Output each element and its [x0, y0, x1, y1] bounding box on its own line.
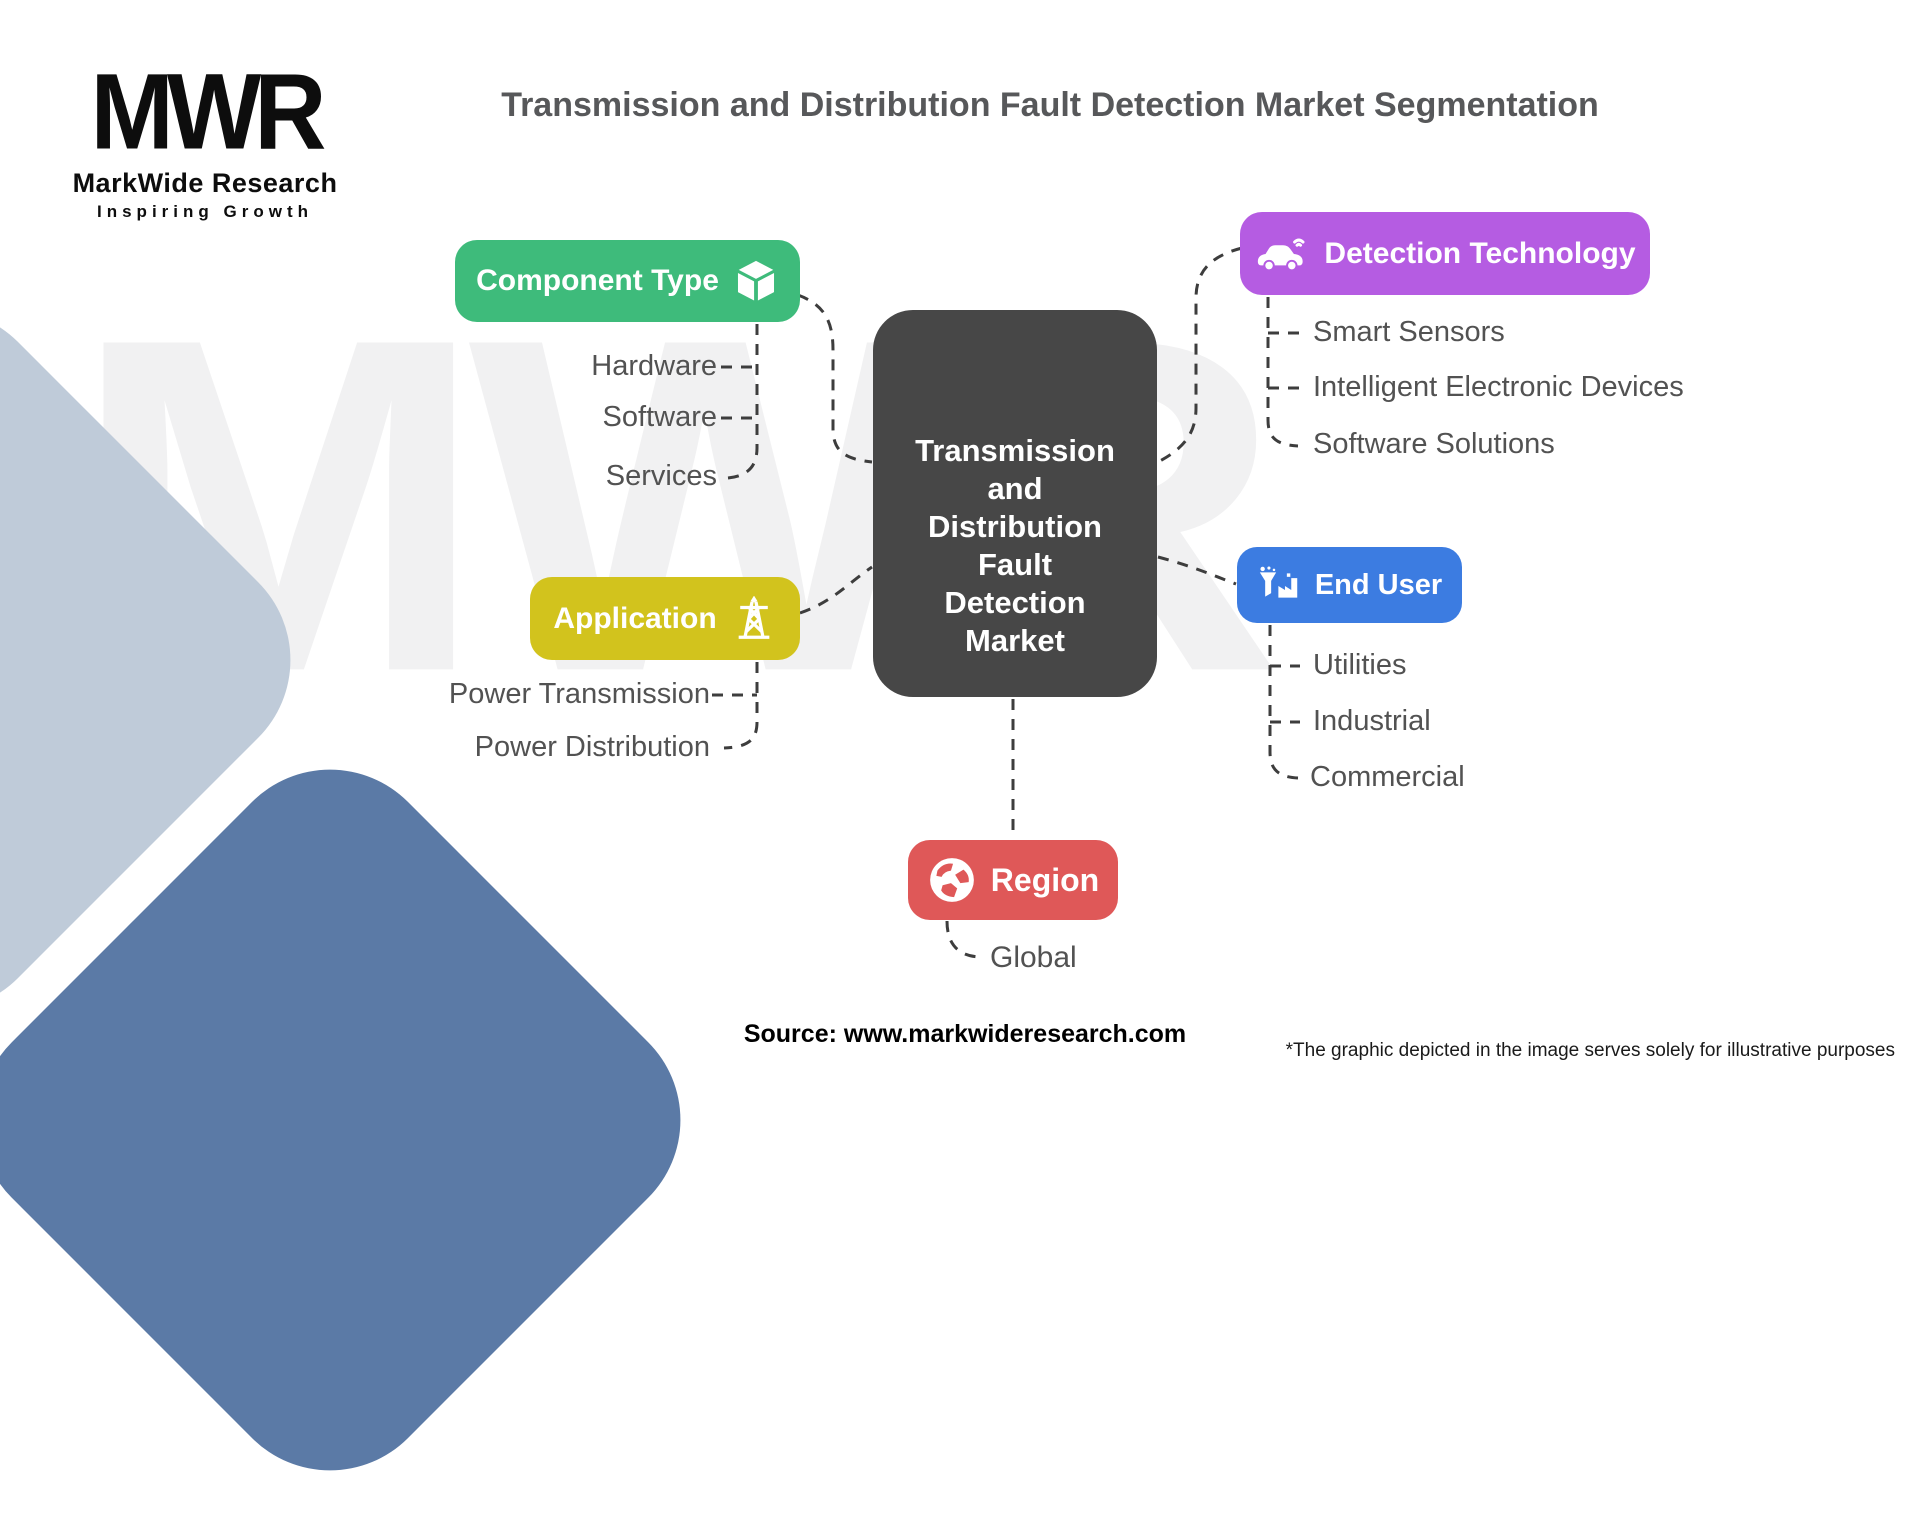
cube-icon — [737, 260, 774, 301]
center-line: Distribution — [928, 509, 1102, 544]
leaf-hardware: Hardware — [591, 350, 717, 382]
node-end-user: End User — [1237, 547, 1462, 623]
connector-center-to-enduser — [1157, 555, 1237, 586]
connector-detection-to-center — [1157, 246, 1243, 464]
connector-application-to-center — [799, 565, 873, 615]
industry-icon — [1259, 566, 1298, 598]
leaf-software-solutions: Software Solutions — [1313, 428, 1555, 460]
center-line: Transmission — [915, 433, 1115, 468]
center-line: Detection — [944, 585, 1086, 620]
leaf-power-distribution: Power Distribution — [474, 731, 710, 763]
page-title: Transmission and Distribution Fault Dete… — [501, 86, 1599, 124]
node-region-label: Region — [990, 861, 1100, 898]
node-end-user-label: End User — [1314, 568, 1443, 601]
leaf-smart-sensors: Smart Sensors — [1313, 316, 1505, 348]
node-detection-technology-label: Detection Technology — [1324, 236, 1636, 270]
footer-source: Source: www.markwideresearch.com — [743, 1020, 1187, 1048]
leaf-intelligent-electronic-devices: Intelligent Electronic Devices — [1313, 371, 1684, 403]
logo-mark: MWR — [90, 51, 327, 173]
logo-tagline: Inspiring Growth — [97, 202, 313, 221]
connector-application-children-trunk — [723, 662, 759, 750]
center-line: and — [987, 471, 1043, 506]
connector-detection-children-trunk — [1266, 297, 1299, 448]
connector-lines — [712, 246, 1300, 959]
connector-component-to-center — [797, 293, 873, 464]
leaf-power-transmission: Power Transmission — [448, 678, 710, 710]
center-line: Fault — [977, 547, 1053, 582]
transmission-tower-icon — [738, 595, 770, 639]
footer-disclaimer: *The graphic depicted in the image serve… — [1285, 1040, 1895, 1061]
node-application: Application — [530, 577, 800, 660]
connector-region-to-global — [945, 920, 981, 959]
leaf-commercial: Commercial — [1310, 761, 1465, 793]
connector-component-children-trunk — [727, 324, 759, 480]
connector-enduser-children-trunk — [1268, 625, 1299, 780]
center-line: Market — [965, 623, 1065, 658]
node-component-type: Component Type — [455, 240, 800, 322]
globe-icon — [929, 858, 974, 902]
logo-name: MarkWide Research — [72, 168, 338, 198]
node-detection-technology: Detection Technology — [1240, 212, 1650, 295]
node-application-label: Application — [553, 601, 717, 635]
node-component-type-label: Component Type — [476, 264, 719, 297]
leaf-industrial: Industrial — [1313, 705, 1431, 737]
leaf-software: Software — [602, 401, 717, 433]
node-region: Region — [908, 840, 1118, 920]
leaf-global: Global — [990, 941, 1077, 974]
logo: MWR MarkWide Research Inspiring Growth — [40, 58, 370, 222]
center-node-market: Transmission and Distribution Fault Dete… — [873, 310, 1157, 697]
leaf-utilities: Utilities — [1313, 649, 1407, 681]
connected-car-icon — [1258, 238, 1305, 271]
leaf-services: Services — [605, 460, 717, 492]
